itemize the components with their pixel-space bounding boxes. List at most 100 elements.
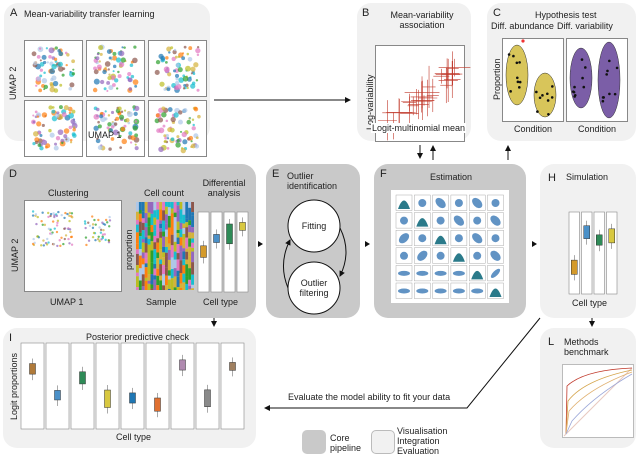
box xyxy=(204,389,211,407)
cycle-arrow-right xyxy=(339,227,347,277)
filter-1: Outlier xyxy=(300,278,328,288)
core-1: Core xyxy=(330,433,350,443)
d-umap-ylabel: UMAP 2 xyxy=(10,238,20,272)
d-celltype-label: Cell type xyxy=(203,297,239,307)
violin xyxy=(505,44,529,106)
panel-h-letter: H xyxy=(548,172,556,184)
arrow-evaluate xyxy=(264,317,541,411)
box xyxy=(213,234,220,243)
box xyxy=(229,362,236,371)
box xyxy=(104,389,111,408)
panel-f-letter: F xyxy=(380,168,387,180)
panel-c-sub2: Diff. variability xyxy=(557,21,613,31)
box xyxy=(596,234,603,246)
d-sample-label: Sample xyxy=(146,297,177,307)
panel-e-letter: E xyxy=(272,168,280,180)
panel-l-letter: L xyxy=(548,336,555,348)
violin xyxy=(569,47,593,109)
box xyxy=(154,397,161,412)
umap-thumbnail xyxy=(86,40,145,97)
d-proportion-label: proportion xyxy=(124,229,134,270)
box xyxy=(179,359,186,371)
clustering-scatter xyxy=(31,210,112,248)
b-title1: Mean-variability xyxy=(390,10,454,20)
diff-1: Differential xyxy=(202,178,246,188)
posterior-boxplots xyxy=(20,342,245,430)
outlier-cycle xyxy=(283,199,347,315)
vis-1: Visualisation xyxy=(397,426,448,436)
panel-c-xlabel2: Condition xyxy=(578,124,617,134)
diff-2: analysis xyxy=(207,188,241,198)
violin xyxy=(533,72,557,118)
panel-c-title: Hypothesis test xyxy=(535,10,597,20)
evaluate-label: Evaluate the model ability to fit your d… xyxy=(288,392,451,402)
legend-core-swatch xyxy=(302,430,326,454)
umap-thumbnail xyxy=(24,40,83,97)
cell-count-stacked-bars xyxy=(136,202,194,290)
panel-i-title: Posterior predictive check xyxy=(86,332,190,342)
clustering-title: Clustering xyxy=(48,188,89,198)
fitting-circle xyxy=(287,199,341,253)
l-title2: benchmark xyxy=(564,347,609,357)
box xyxy=(608,228,615,244)
e-title1: Outlier xyxy=(287,171,314,181)
box xyxy=(583,225,590,239)
arrow-d-to-e xyxy=(258,241,263,247)
box xyxy=(29,363,36,375)
panel-a-letter: A xyxy=(10,7,18,19)
panel-a-title: Mean-variability transfer learning xyxy=(24,9,155,19)
panel-i-ylabel: Logit proportions xyxy=(9,352,19,420)
mean-variability-points xyxy=(377,51,471,141)
box xyxy=(571,259,578,275)
arrow-e-to-f xyxy=(365,241,370,247)
panel-c-xlabel1: Condition xyxy=(514,124,553,134)
box xyxy=(226,223,233,245)
vis-2: Integration xyxy=(397,436,440,446)
fitting-label: Fitting xyxy=(301,221,327,231)
simulation-boxplots xyxy=(568,211,618,295)
box xyxy=(54,390,61,401)
l-title1: Methods xyxy=(564,337,599,347)
panel-i-letter: I xyxy=(9,332,13,344)
filter-2: filtering xyxy=(299,288,329,298)
pairs-cells xyxy=(395,194,504,299)
core-2: pipeline xyxy=(330,443,362,453)
box xyxy=(239,222,246,231)
benchmark-curves xyxy=(563,367,633,437)
violin xyxy=(597,41,621,119)
panel-f-title: Estimation xyxy=(430,172,473,182)
panel-d-letter: D xyxy=(9,168,17,180)
arrow-f-to-h xyxy=(532,241,537,247)
cellcount-title: Cell count xyxy=(144,188,185,198)
panel-c-sub1: Diff. abundance xyxy=(491,21,554,31)
d-umap-xlabel: UMAP 1 xyxy=(50,297,84,307)
cycle-arrow-left xyxy=(283,239,291,289)
panel-h-xlabel: Cell type xyxy=(572,298,608,308)
b-title2: association xyxy=(399,20,445,30)
panel-b-letter: B xyxy=(362,7,370,19)
umap-thumbnail xyxy=(148,100,207,157)
differential-boxplots xyxy=(197,211,249,293)
panel-a-xlabel: UMAP 1 xyxy=(88,130,122,140)
umap-thumbnail xyxy=(148,40,207,97)
panel-c-letter: C xyxy=(493,7,501,19)
vis-3: Evaluation xyxy=(397,446,440,456)
umap-thumbnail xyxy=(86,100,145,157)
panel-b-xlabel: Logit-multinomial mean xyxy=(371,123,467,133)
box xyxy=(129,392,136,404)
legend-extension-swatch xyxy=(371,430,395,454)
box xyxy=(79,371,86,385)
box xyxy=(200,245,207,258)
panel-i-xlabel: Cell type xyxy=(116,432,152,442)
panel-h-title: Simulation xyxy=(566,172,609,182)
e-title2: identification xyxy=(287,181,338,191)
